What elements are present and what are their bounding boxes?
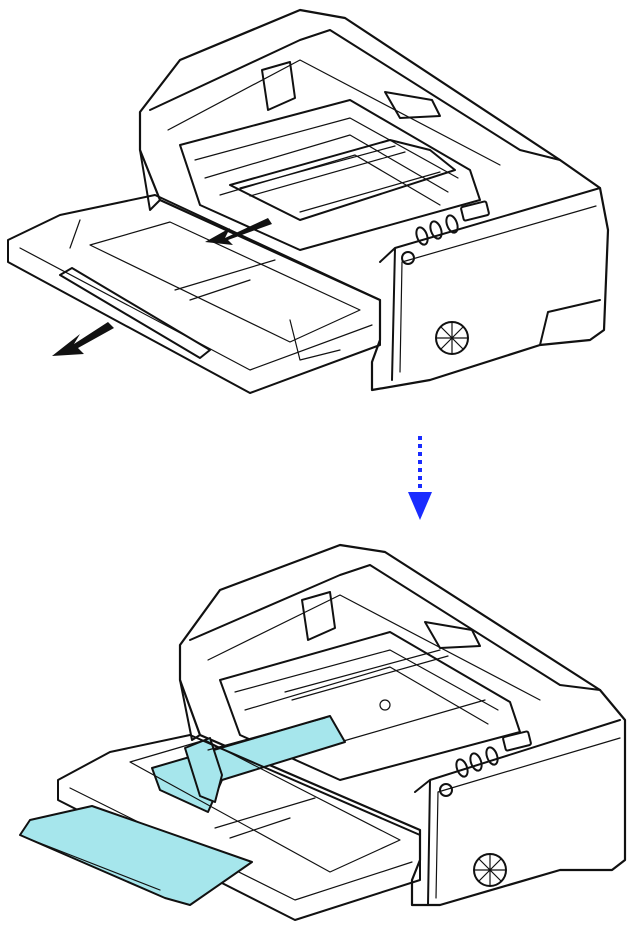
- output-extension-closed: [59, 267, 211, 359]
- speaker-grille: [435, 321, 469, 355]
- flow-connector: [408, 436, 432, 520]
- input-tray: [219, 631, 521, 781]
- control-panel: [401, 200, 490, 265]
- power-button: [401, 251, 415, 265]
- paper-guide-left: [261, 61, 296, 111]
- panel-button: [429, 220, 443, 240]
- panel-button: [415, 226, 429, 246]
- speaker-grille: [473, 853, 507, 887]
- panel-button: [485, 746, 499, 766]
- output-extension-highlight: [19, 805, 253, 906]
- lcd-display: [460, 200, 490, 222]
- output-tray: [7, 194, 381, 394]
- panel-button: [455, 758, 469, 778]
- input-extension-arm: [184, 737, 223, 803]
- scanner-front-face: [379, 187, 601, 381]
- arrow-left-icon: [52, 322, 114, 356]
- down-arrow-icon: [408, 492, 432, 520]
- paper-guide-left: [301, 591, 336, 641]
- arrow-left-icon: [205, 218, 272, 245]
- paper-guide-right: [424, 621, 481, 649]
- scanner-lid-edge: [149, 29, 561, 161]
- panel-button: [445, 214, 459, 234]
- scanner-extended: [19, 543, 627, 921]
- input-tray: [179, 99, 481, 251]
- scanner-body-top: [138, 8, 610, 392]
- paper-guide-right: [384, 91, 441, 119]
- input-extension-closed: [229, 139, 456, 221]
- scanner-body-bottom: [178, 543, 627, 907]
- panel-button: [469, 752, 483, 772]
- power-button: [439, 783, 453, 797]
- scanner-closed: [7, 8, 610, 394]
